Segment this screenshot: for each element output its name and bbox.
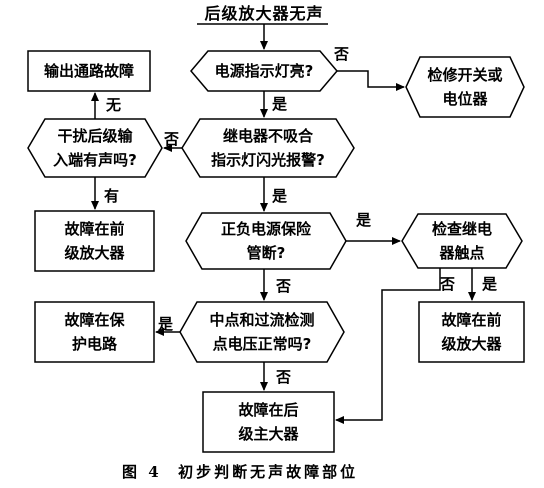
fault-main-amp-box [202, 391, 335, 453]
check-relay-line-1: 检查继电 [431, 220, 492, 238]
relay-alarm-line-2: 指示灯闪光报警? [211, 151, 325, 169]
fault-main-amp-line-2: 级主大器 [238, 425, 299, 443]
repair-switch-label: 检修开关或 电位器 [406, 63, 524, 111]
fuse-blown-line-1: 正负电源保险 [220, 220, 311, 238]
fault-preamp-left-line-2: 级放大器 [64, 244, 125, 262]
fault-protect-line-1: 故障在保 [64, 311, 125, 329]
repair-switch-node [405, 56, 525, 118]
fault-preamp-left-box [34, 210, 155, 272]
fault-preamp-right-label: 故障在前 级放大器 [419, 308, 524, 356]
fault-main-amp-line-1: 故障在后 [238, 401, 299, 419]
edge-label-interfere-has: 有 [104, 187, 120, 205]
figure-caption: 图 4 初步判断无声故障部位 [122, 463, 359, 481]
check-relay-label: 检查继电 器触点 [402, 217, 522, 265]
edge-label-fuse-yes: 是 [356, 211, 372, 229]
midpoint-check-line-1: 中点和过流检测 [209, 311, 315, 329]
fault-protect-line-2: 护电路 [71, 335, 117, 353]
diagram-title: 后级放大器无声 [204, 4, 324, 23]
relay-alarm-line-1: 继电器不吸合 [222, 127, 313, 145]
fault-preamp-right-line-1: 故障在前 [441, 311, 502, 329]
fault-protect-box [34, 301, 155, 363]
interfere-input-label: 干扰后级输 入端有声吗? [28, 124, 162, 172]
check-relay-line-2: 器触点 [439, 244, 485, 262]
edge-label-relay-contact-yes: 是 [482, 275, 498, 293]
relay-alarm-label: 继电器不吸合 指示灯闪光报警? [182, 124, 354, 172]
power-led-label: 电源指示灯亮? [191, 59, 337, 83]
edge-label-relay-yes: 是 [272, 187, 288, 205]
output-fault-box [27, 50, 151, 92]
output-fault-text: 输出通路故障 [43, 62, 134, 80]
fault-preamp-right-box [418, 301, 525, 363]
fuse-blown-line-2: 管断? [246, 244, 286, 262]
fault-protect-label: 故障在保 护电路 [35, 308, 154, 356]
edge-label-midpoint-no: 否 [276, 368, 292, 386]
edge-label-midpoint-yes: 是 [158, 315, 174, 333]
power-led-decision [190, 50, 338, 92]
fault-main-amp-label: 故障在后 级主大器 [203, 398, 334, 446]
edge-label-power-no: 否 [334, 45, 350, 63]
edge-label-relay-no: 否 [164, 130, 180, 148]
edge-label-power-yes: 是 [272, 95, 288, 113]
power-led-text: 电源指示灯亮? [214, 62, 314, 80]
fault-preamp-right-line-2: 级放大器 [441, 335, 502, 353]
output-fault-label: 输出通路故障 [28, 59, 150, 83]
interfere-input-line-1: 干扰后级输 [57, 127, 133, 145]
fuse-blown-decision [185, 212, 347, 270]
edge-label-interfere-none: 无 [106, 96, 122, 114]
fuse-blown-label: 正负电源保险 管断? [186, 217, 346, 265]
repair-switch-line-1: 检修开关或 [427, 66, 503, 84]
fault-preamp-left-line-1: 故障在前 [64, 220, 125, 238]
midpoint-check-line-2: 点电压正常吗? [212, 335, 312, 353]
edge-label-fuse-no: 否 [276, 277, 292, 295]
fault-preamp-left-label: 故障在前 级放大器 [35, 217, 154, 265]
interfere-input-line-2: 入端有声吗? [53, 151, 137, 169]
midpoint-check-label: 中点和过流检测 点电压正常吗? [180, 308, 344, 356]
repair-switch-line-2: 电位器 [442, 90, 488, 108]
interfere-input-decision [27, 118, 163, 178]
connectors [91, 24, 476, 424]
check-relay-node [401, 213, 523, 269]
edge-label-relay-contact-no: 否 [440, 275, 456, 293]
